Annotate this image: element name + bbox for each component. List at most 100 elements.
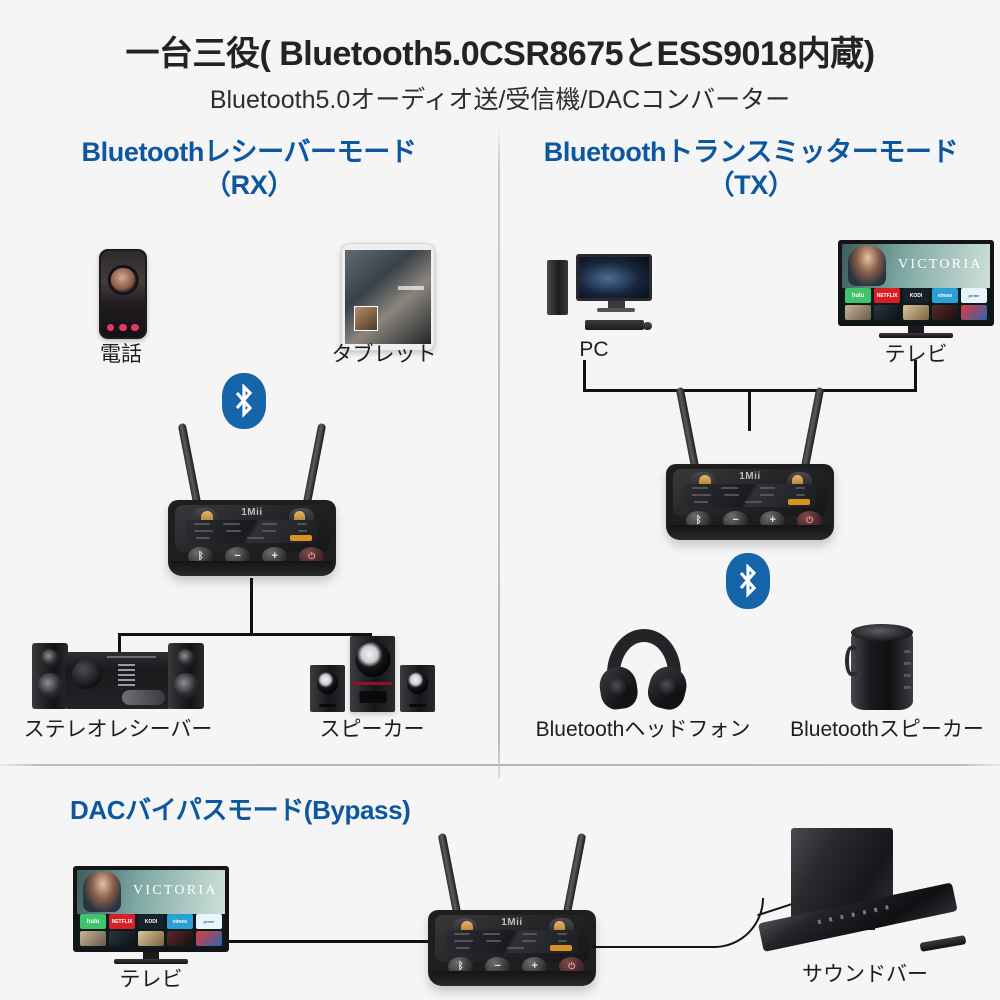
speaker-cylinder (850, 629, 914, 710)
tv-screen: VICTORIA hulu NETFLIX KODI vimeo prime (842, 244, 990, 322)
brand-logo: 1Mii (501, 916, 523, 928)
tablet-thumbnail (353, 306, 378, 331)
tv-content-tile[interactable] (960, 304, 988, 320)
receiver-device-rx: 1Mii ᛒ − + ⏻ (168, 422, 336, 576)
speaker-top-grille (850, 624, 914, 642)
tablet-caption-line (398, 285, 425, 290)
tv-content-tile[interactable] (137, 930, 165, 946)
call-accept-button (131, 323, 139, 331)
caller-avatar (107, 264, 139, 296)
brand-logo: 1Mii (739, 470, 761, 482)
antenna-left-icon (437, 832, 462, 919)
dac-mode-title: DACバイパスモード(Bypass) (70, 795, 411, 825)
volume-dial[interactable] (72, 659, 102, 690)
tv-show-title: VICTORIA (898, 257, 983, 273)
remote-control-icon[interactable] (919, 934, 967, 953)
tv-app-tile-vimeo[interactable]: vimeo (166, 914, 194, 930)
tx-title-line1: Bluetoothトランスミッターモード (543, 137, 959, 167)
tx-trunk-line (748, 389, 751, 431)
rx-output-label-stereo: ステレオレシーバー (23, 718, 213, 741)
device-display (186, 519, 318, 543)
tx-leg-right (914, 360, 917, 392)
satellite-speaker-right (400, 664, 435, 712)
speaker-control-buttons[interactable] (904, 649, 911, 695)
keyboard-icon (584, 319, 644, 331)
tv-app-row: hulu NETFLIX KODI vimeo prime (79, 914, 223, 930)
stereo-speaker-left (32, 642, 69, 710)
subwoofer-speaker-center (350, 636, 395, 712)
tv-app-tile-netflix[interactable]: NETFLIX (108, 914, 136, 930)
tv-neck (143, 952, 159, 959)
tv-neck (908, 326, 924, 333)
tv-content-tile[interactable] (931, 304, 959, 320)
device-display (446, 929, 578, 953)
amp-controls[interactable] (122, 689, 165, 705)
speaker-driver (354, 642, 391, 678)
speaker-driver (316, 672, 339, 695)
bass-port (408, 704, 427, 708)
smartphone-screen (101, 251, 145, 337)
tv-content-tile[interactable] (195, 930, 223, 946)
desktop-computer-icon (547, 254, 652, 332)
bluetooth-icon (222, 373, 266, 429)
rx-title-line1: Bluetoothレシーバーモード (81, 137, 417, 167)
tv-app-tile-hulu[interactable]: hulu (79, 914, 107, 930)
tv-app-tile-hulu[interactable]: hulu (844, 288, 872, 304)
television-icon: VICTORIA hulu NETFLIX KODI vimeo prime (838, 240, 994, 340)
call-decline-button (106, 323, 115, 331)
woofer-icon (172, 673, 199, 700)
television-icon: VICTORIA hulu NETFLIX KODI vimeo prime (73, 866, 229, 966)
tv-app-tile-kodi[interactable]: KODI (137, 914, 165, 930)
vertical-divider (498, 128, 500, 778)
tv-screen: VICTORIA hulu NETFLIX KODI vimeo prime (77, 870, 225, 948)
tweeter-icon (41, 649, 59, 667)
dac-cable-device-to-soundbar (592, 898, 764, 948)
device-base (431, 970, 593, 986)
device-body: 1Mii ᛒ − + ⏻ (666, 464, 834, 540)
tv-content-tile[interactable] (873, 304, 901, 320)
dac-wire-tv-to-device (229, 940, 434, 943)
bass-port (359, 690, 386, 703)
device-body: 1Mii ᛒ − + ⏻ (168, 500, 336, 576)
tv-content-tile[interactable] (108, 930, 136, 946)
tv-app-tile-vimeo[interactable]: vimeo (931, 288, 959, 304)
rx-branch-left (118, 633, 121, 655)
monitor-base (597, 307, 636, 312)
rx-trunk-line (250, 578, 253, 636)
speaker-set-icon (310, 636, 435, 712)
tx-source-label-pc: PC (579, 338, 609, 361)
tablet-screen (345, 250, 431, 344)
tv-app-tile-netflix[interactable]: NETFLIX (873, 288, 901, 304)
tv-app-tile-prime[interactable]: prime (195, 914, 223, 930)
accent-stripe (352, 681, 393, 685)
soundbar-icon (750, 828, 980, 960)
tx-leg-left (583, 360, 586, 392)
tv-hero-portrait (847, 245, 887, 286)
tv-hero-banner: VICTORIA (77, 870, 225, 914)
tv-content-tile[interactable] (844, 304, 872, 320)
amp-brand-strip (107, 656, 157, 659)
tv-content-row (844, 304, 988, 320)
tv-app-tile-prime[interactable]: prime (960, 288, 988, 304)
antenna-right-icon (302, 422, 327, 509)
speaker-driver (406, 672, 429, 695)
amp-indicator-bars (118, 664, 136, 688)
page-title: 一台三役( Bluetooth5.0CSR8675とESS9018内蔵) (125, 35, 875, 73)
soundbar-controls[interactable] (817, 905, 889, 924)
carry-loop (845, 646, 857, 676)
tablet-icon (341, 243, 435, 351)
rx-output-label-speaker: スピーカー (319, 718, 425, 741)
antenna-left-icon (675, 386, 700, 473)
tv-app-tile-kodi[interactable]: KODI (902, 288, 930, 304)
tv-content-tile[interactable] (902, 304, 930, 320)
tv-stand (878, 333, 954, 338)
rx-source-label-tablet: タブレット (331, 343, 437, 366)
stereo-speaker-right (167, 642, 204, 710)
tv-content-tile[interactable] (166, 930, 194, 946)
woofer-icon (37, 673, 64, 700)
mouse-icon (642, 321, 652, 330)
tv-content-tile[interactable] (79, 930, 107, 946)
bluetooth-icon (726, 553, 770, 609)
dac-output-label-soundbar: サウンドバー (802, 963, 928, 986)
